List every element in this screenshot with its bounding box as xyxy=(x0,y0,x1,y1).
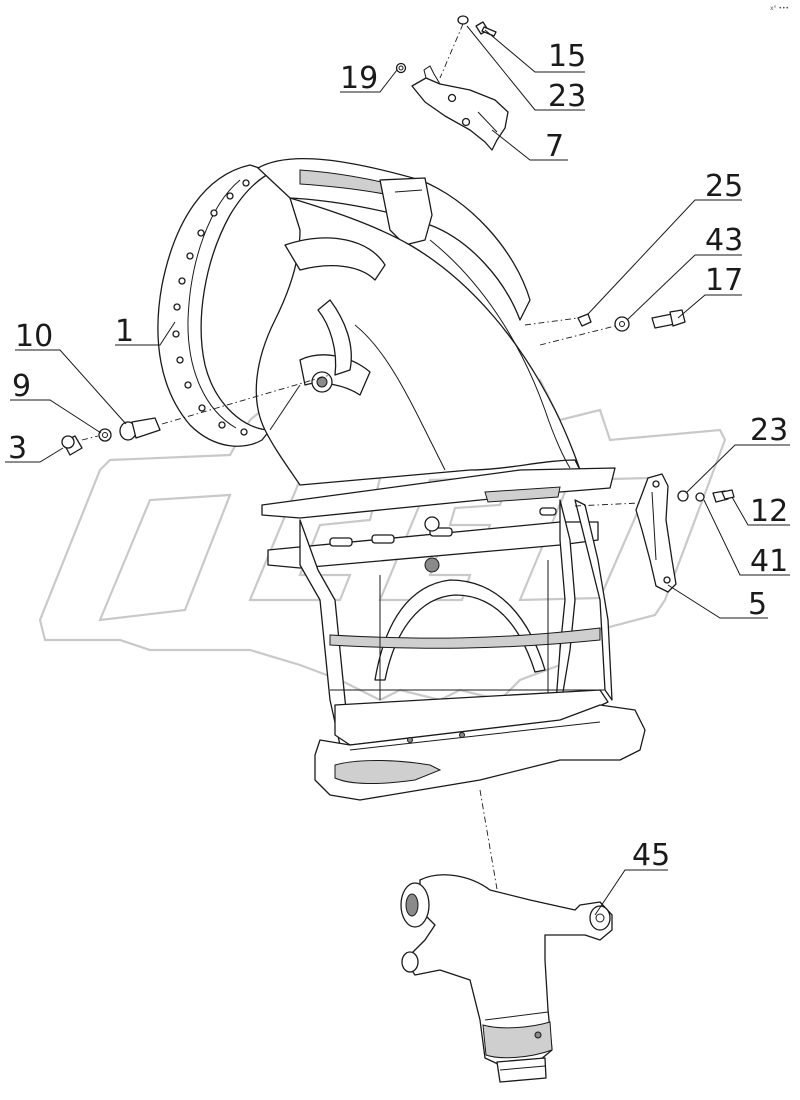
part-23-washer-top xyxy=(457,15,469,25)
label-23-top: 23 xyxy=(548,79,586,114)
part-17-bolt xyxy=(651,309,686,329)
part-19-nut xyxy=(395,62,407,74)
label-7: 7 xyxy=(545,129,564,164)
corner-mark: x° ••• xyxy=(770,5,789,12)
part-15-bolt xyxy=(475,21,497,37)
part-10-fitting xyxy=(119,417,161,441)
callout-labels: 15 23 7 19 25 43 17 1 10 9 3 23 12 41 5 … xyxy=(8,39,788,873)
label-45: 45 xyxy=(632,838,670,873)
label-9: 9 xyxy=(12,369,31,404)
part-7-bracket xyxy=(411,65,509,151)
label-19: 19 xyxy=(340,61,378,96)
axis-line-left-2 xyxy=(161,374,331,425)
axis-line-mid xyxy=(524,317,579,326)
part-1-main-housing xyxy=(157,157,646,801)
part-25-nut xyxy=(577,313,592,327)
part-23-washer-right xyxy=(677,490,689,502)
label-1: 1 xyxy=(115,314,134,349)
axis-line-bottom xyxy=(479,789,499,896)
part-5-plate xyxy=(635,473,677,593)
part-9-washer xyxy=(98,428,112,442)
leader-lines xyxy=(5,25,790,916)
label-43: 43 xyxy=(705,223,743,258)
flange-bolt-holes xyxy=(172,179,250,436)
part-43-washer xyxy=(614,316,630,332)
label-12: 12 xyxy=(750,494,788,529)
label-10: 10 xyxy=(15,319,53,354)
part-12-bolt xyxy=(712,489,735,503)
label-15: 15 xyxy=(548,39,586,74)
label-5: 5 xyxy=(748,587,767,622)
part-45-pipe xyxy=(400,874,613,1083)
label-3: 3 xyxy=(8,431,27,466)
axis-line-top xyxy=(439,23,464,79)
label-17: 17 xyxy=(705,263,743,298)
part-41-washer xyxy=(695,492,705,502)
label-23-right: 23 xyxy=(750,413,788,448)
axis-line-right xyxy=(574,502,641,507)
part-3-plug xyxy=(61,435,83,456)
axis-line-mid-2 xyxy=(539,325,616,346)
label-25: 25 xyxy=(705,169,743,204)
label-41: 41 xyxy=(750,544,788,579)
axis-line-left xyxy=(81,435,99,441)
